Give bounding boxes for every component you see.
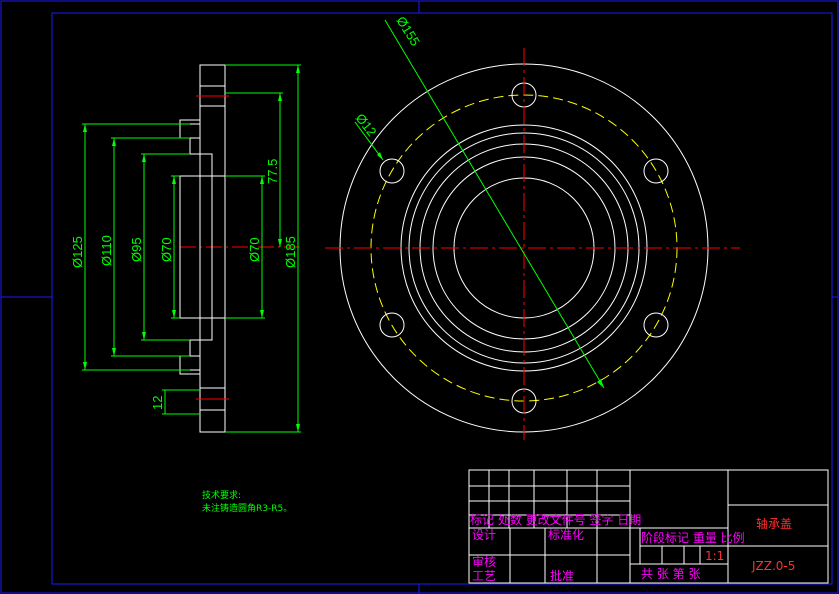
dim-d155: Ø155 xyxy=(393,14,423,49)
tb-review-label: 审核 xyxy=(472,554,496,569)
side-arrows xyxy=(83,65,300,432)
title-block: 标记 处数 更改文件号 签字 日期 设计 标准化 审核 工艺 批准 阶段标记 重… xyxy=(468,469,829,584)
technical-notes: 技术要求: 未注铸造圆角R3-R5。 xyxy=(202,489,292,514)
side-outline xyxy=(179,64,226,433)
dim-d110: Ø110 xyxy=(99,235,114,266)
dim-d70-right: Ø70 xyxy=(247,237,262,262)
dim-d125: Ø125 xyxy=(70,236,85,268)
tb-drawing-number: JZZ.0-5 xyxy=(751,559,795,573)
dim-length-77-5: 77.5 xyxy=(265,159,280,184)
tb-process-label: 工艺 xyxy=(472,569,496,583)
dim-d70-left: Ø70 xyxy=(159,237,174,262)
tb-approve-label: 批准 xyxy=(550,568,574,583)
dim-d185: Ø185 xyxy=(283,236,298,268)
front-centerlines xyxy=(325,48,740,440)
dim-d95: Ø95 xyxy=(129,237,144,262)
tb-part-name: 轴承盖 xyxy=(756,516,792,531)
dim-d12: Ø12 xyxy=(353,111,380,140)
front-view: Ø155 Ø12 xyxy=(325,14,740,440)
note-title: 技术要求: xyxy=(202,489,241,501)
side-dimension-lines xyxy=(82,64,301,433)
note-text: 未注铸造圆角R3-R5。 xyxy=(202,502,292,514)
tb-standardize-label: 标准化 xyxy=(548,528,584,542)
tb-sheets: 共 张 第 张 xyxy=(641,567,700,581)
tb-scale: 1:1 xyxy=(705,549,724,563)
tb-stage-header: 阶段标记 重量 比例 xyxy=(641,530,745,545)
tb-revision-header: 标记 处数 更改文件号 签字 日期 xyxy=(470,512,641,527)
side-view: Ø125 Ø110 Ø95 Ø70 Ø70 77.5 Ø185 12 xyxy=(70,64,301,433)
tb-design-label: 设计 xyxy=(472,528,496,542)
dim-thickness-12: 12 xyxy=(150,396,165,410)
